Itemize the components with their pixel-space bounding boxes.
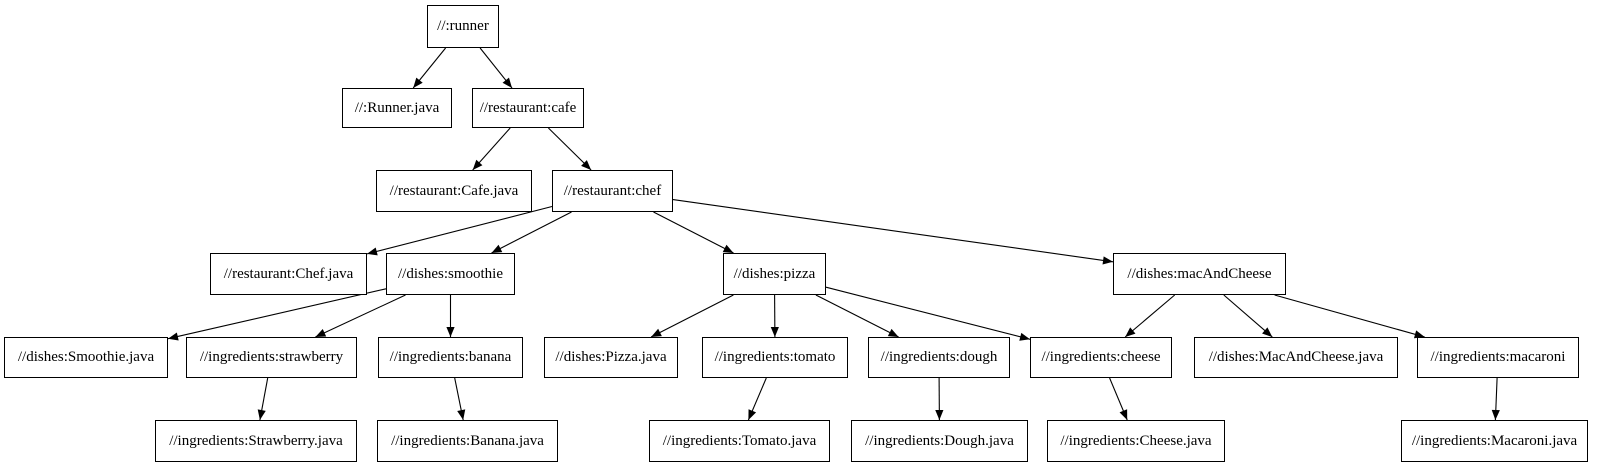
graph-node-pizza-java: //dishes:Pizza.java bbox=[544, 337, 678, 378]
graph-node-macaroni-java: //ingredients:Macaroni.java bbox=[1401, 420, 1588, 462]
graph-edge-banana-to-banana-java bbox=[454, 377, 466, 421]
graph-node-chef-java: //restaurant:Chef.java bbox=[210, 253, 367, 295]
graph-node-runner: //:runner bbox=[427, 5, 499, 48]
graph-node-tomato: //ingredients:tomato bbox=[702, 337, 848, 378]
graph-node-smoothie-java: //dishes:Smoothie.java bbox=[4, 337, 168, 378]
graph-edge-mac-and-cheese-to-cheese bbox=[1124, 294, 1176, 338]
graph-node-cafe-java: //restaurant:Cafe.java bbox=[376, 170, 532, 212]
graph-edge-cafe-to-chef bbox=[548, 127, 592, 171]
graph-node-dough-java: //ingredients:Dough.java bbox=[851, 420, 1028, 462]
graph-node-dough: //ingredients:dough bbox=[868, 337, 1010, 378]
graph-edge-chef-to-chef-java bbox=[366, 205, 553, 256]
graph-edge-chef-to-mac-and-cheese bbox=[672, 199, 1114, 265]
graph-node-mac-and-cheese-java: //dishes:MacAndCheese.java bbox=[1194, 337, 1398, 378]
graph-edge-pizza-to-pizza-java bbox=[650, 294, 734, 338]
graph-edge-runner-to-cafe bbox=[479, 47, 513, 89]
graph-edge-smoothie-to-strawberry bbox=[315, 294, 406, 338]
graph-edge-macaroni-to-macaroni-java bbox=[1491, 377, 1500, 421]
graph-edge-mac-and-cheese-to-macaroni bbox=[1274, 294, 1425, 339]
graph-edge-tomato-to-tomato-java bbox=[747, 377, 767, 421]
graph-edge-pizza-to-cheese bbox=[825, 286, 1031, 341]
graph-node-cheese: //ingredients:cheese bbox=[1030, 337, 1172, 378]
graph-node-strawberry-java: //ingredients:Strawberry.java bbox=[155, 420, 357, 462]
graph-edge-smoothie-to-smoothie-java bbox=[167, 288, 387, 341]
graph-edge-chef-to-pizza bbox=[653, 211, 734, 254]
graph-node-macaroni: //ingredients:macaroni bbox=[1417, 337, 1579, 378]
graph-node-banana-java: //ingredients:Banana.java bbox=[377, 420, 558, 462]
graph-edge-chef-to-smoothie bbox=[491, 211, 572, 254]
graph-edge-strawberry-to-strawberry-java bbox=[257, 377, 269, 421]
graph-node-strawberry: //ingredients:strawberry bbox=[186, 337, 357, 378]
graph-node-chef: //restaurant:chef bbox=[552, 170, 673, 212]
graph-edge-pizza-to-dough bbox=[815, 294, 899, 338]
graph-node-cheese-java: //ingredients:Cheese.java bbox=[1047, 420, 1225, 462]
graph-node-pizza: //dishes:pizza bbox=[723, 253, 826, 295]
graph-edge-cheese-to-cheese-java bbox=[1109, 377, 1128, 421]
graph-node-runner-java: //:Runner.java bbox=[342, 88, 452, 128]
graph-edge-cafe-to-cafe-java bbox=[472, 127, 511, 171]
graph-node-smoothie: //dishes:smoothie bbox=[386, 253, 515, 295]
graph-node-mac-and-cheese: //dishes:macAndCheese bbox=[1113, 253, 1286, 295]
graph-edge-mac-and-cheese-to-mac-and-cheese-java bbox=[1223, 294, 1273, 338]
graph-edge-runner-to-runner-java bbox=[412, 47, 447, 89]
graph-node-cafe: //restaurant:cafe bbox=[472, 88, 584, 128]
graph-node-banana: //ingredients:banana bbox=[378, 337, 523, 378]
graph-node-tomato-java: //ingredients:Tomato.java bbox=[649, 420, 830, 462]
